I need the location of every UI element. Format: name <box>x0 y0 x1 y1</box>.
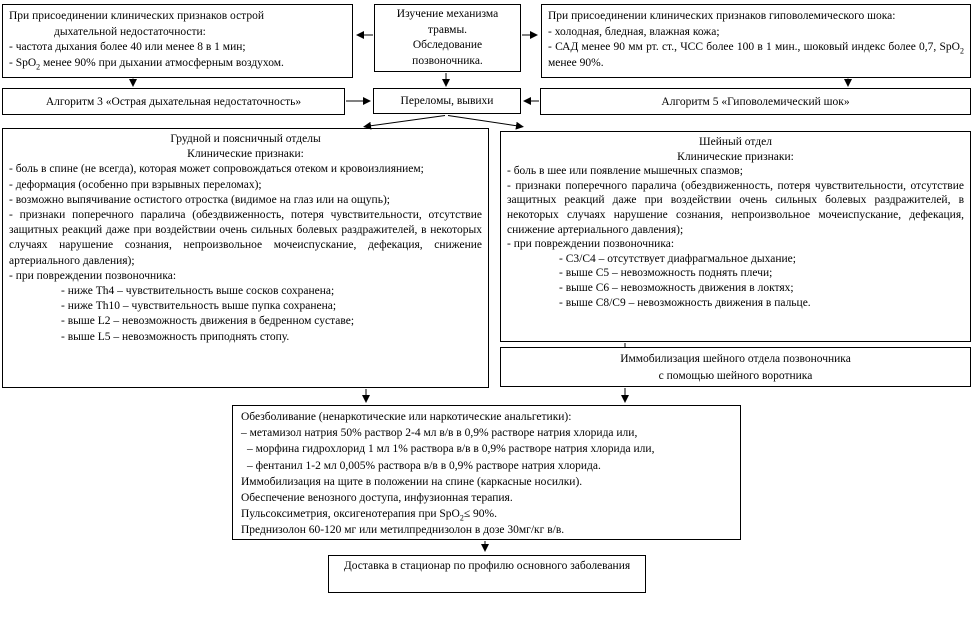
clinical-sign: - боль в спине (не всегда), которая може… <box>9 163 424 176</box>
algorithm3-label: Алгоритм 3 «Острая дыхательная недостато… <box>45 95 302 108</box>
level-sign: - ниже Th4 – чувствительность выше соско… <box>61 285 335 298</box>
level-sign: - ниже Th10 – чувствительность выше пупк… <box>61 300 337 313</box>
cervical-signs-box: Шейный отдел Клинические признаки: - бол… <box>500 131 971 342</box>
condition-text-line: При присоединении клинических признаков … <box>548 10 896 22</box>
treatment-box: Обезболивание (ненаркотические или нарко… <box>232 405 741 540</box>
condition-text-line: - САД менее 90 мм рт. ст., ЧСС более 100… <box>548 41 964 69</box>
clinical-sign: - при повреждении позвоночника: <box>507 238 675 251</box>
condition-text-line: дыхательной недостаточности: <box>54 25 206 38</box>
condition-text-line: - SpO2 менее 90% при дыхании атмосферным… <box>9 56 284 71</box>
treatment-line: – морфина гидрохлорид 1 мл 1% раствора в… <box>247 443 655 456</box>
level-sign: - выше L2 – невозможность движения в бед… <box>61 315 355 328</box>
clinical-sign: - признаки поперечного паралича (обездви… <box>9 209 482 267</box>
clinical-sign: - деформация (особенно при взрывных пере… <box>9 178 262 191</box>
algorithm5-label: Алгоритм 5 «Гиповолемический шок» <box>661 95 850 108</box>
fractures-dislocations-box: Переломы, вывихи <box>373 88 521 114</box>
condition-text-line: - частота дыхания более 40 или менее 8 в… <box>9 41 246 53</box>
immobilization-text-line: с помощью шейного воротника <box>658 369 813 382</box>
arrow-fractures-to-cervical <box>447 115 524 130</box>
section-title: Грудной и поясничный отделы <box>170 133 321 145</box>
subscript: 2 <box>960 46 964 56</box>
algorithm3-box: Алгоритм 3 «Острая дыхательная недостато… <box>2 88 345 115</box>
level-sign: - выше С8/С9 – невозможность движения в … <box>559 296 811 309</box>
treatment-line: Иммобилизация на щите в положении на спи… <box>241 475 583 488</box>
clinical-sign: - возможно выпячивание остистого отростк… <box>9 193 390 206</box>
cervical-immobilization-box: Иммобилизация шейного отдела позвоночник… <box>500 347 971 387</box>
treatment-line: Пульсоксиметрия, оксигенотерапия при SpO… <box>241 508 498 523</box>
clinical-sign: - боль в шее или появление мышечных спаз… <box>507 165 743 178</box>
subscript: 2 <box>36 61 41 71</box>
section-title: Шейный отдел <box>699 136 772 148</box>
level-sign: - выше С6 – невозможность движения в лок… <box>559 281 794 294</box>
level-sign: - С3/С4 – отсутствует диафрагмальное дых… <box>559 252 796 265</box>
section-subtitle: Клинические признаки: <box>187 148 304 161</box>
level-sign: - выше L5 – невозможность приподнять сто… <box>61 330 290 343</box>
section-subtitle: Клинические признаки: <box>677 150 794 163</box>
assessment-text-line: Обследование позвоночника. <box>412 39 483 67</box>
assessment-text-line: Изучение механизма травмы. <box>396 8 499 36</box>
clinical-sign: - признаки поперечного паралича (обездви… <box>507 179 964 236</box>
thoracolumbar-signs-box: Грудной и поясничный отделы Клинические … <box>2 128 489 388</box>
treatment-line: Преднизолон 60-120 мг или метилпреднизол… <box>241 524 565 537</box>
condition-text-line: При присоединении клинических признаков … <box>9 10 265 22</box>
fractures-label: Переломы, вывихи <box>400 95 494 107</box>
treatment-line: Обезболивание (ненаркотические или нарко… <box>241 411 572 423</box>
hypovolemic-shock-condition-box: При присоединении клинических признаков … <box>541 4 971 78</box>
treatment-line: – фентанил 1-2 мл 0,005% раствора в/в в … <box>247 459 601 472</box>
respiratory-failure-condition-box: При присоединении клинических признаков … <box>2 4 353 78</box>
arrow-fractures-to-thoracolumbar <box>363 115 446 130</box>
treatment-line: – метамизол натрия 50% раствор 2-4 мл в/… <box>241 427 638 440</box>
immobilization-text-line: Иммобилизация шейного отдела позвоночник… <box>620 353 851 365</box>
trauma-assessment-box: Изучение механизма травмы. Обследование … <box>374 4 521 72</box>
algorithm5-box: Алгоритм 5 «Гиповолемический шок» <box>540 88 971 115</box>
condition-text-line: - холодная, бледная, влажная кожа; <box>548 25 720 38</box>
clinical-sign: - при повреждении позвоночника: <box>9 269 177 282</box>
transport-text: Доставка в стационар по профилю основног… <box>343 560 631 572</box>
transport-box: Доставка в стационар по профилю основног… <box>328 555 646 593</box>
treatment-line: Обеспечение венозного доступа, инфузионн… <box>241 492 513 505</box>
level-sign: - выше С5 – невозможность поднять плечи; <box>559 267 773 280</box>
subscript: 2 <box>459 513 464 523</box>
